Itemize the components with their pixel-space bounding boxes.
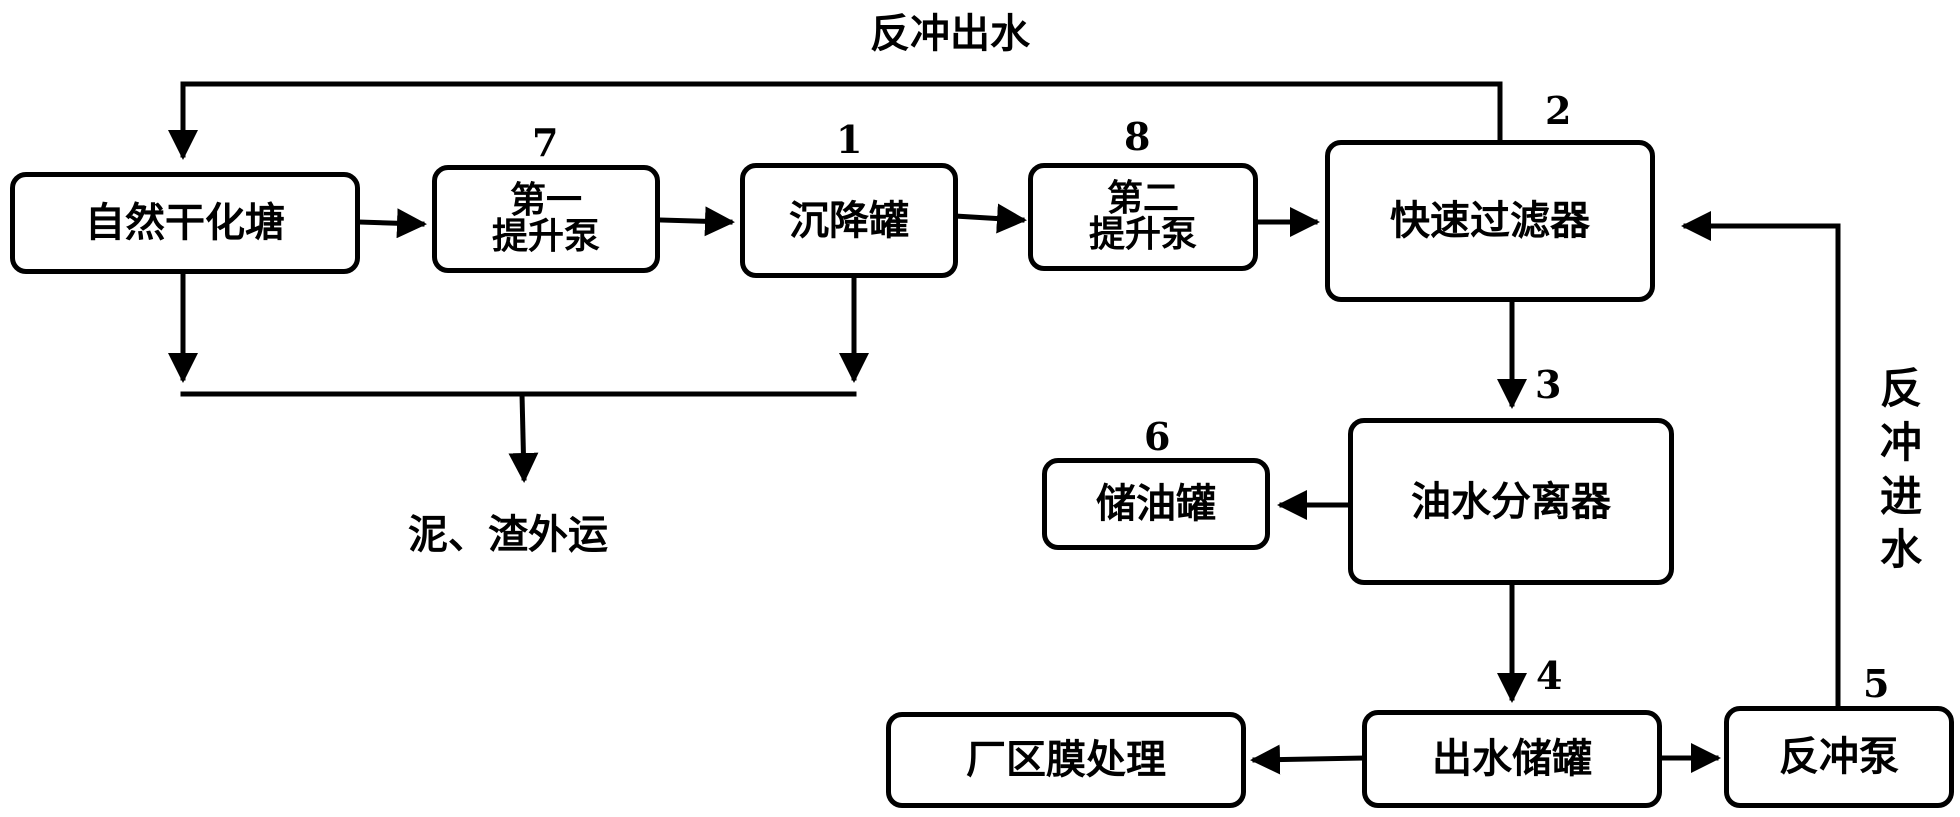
number-label-2: 2: [1545, 88, 1572, 133]
oil-tank-box: 储油罐: [1042, 458, 1270, 550]
backwash-pump-box: 反冲泵: [1724, 706, 1954, 808]
number-label-5: 5: [1863, 661, 1890, 706]
number-label-7: 7: [532, 120, 559, 165]
natural-dry-pond-box: 自然干化塘: [10, 172, 360, 274]
membrane-treatment-box: 厂区膜处理: [886, 712, 1246, 808]
backwash-in-line: [1681, 211, 1841, 709]
number-label-8: 8: [1124, 114, 1151, 159]
second-lift-pump-box: 第二 提升泵: [1028, 163, 1258, 271]
sludge-out-label: 泥、渣外运: [408, 512, 608, 558]
sludge-out-arrow: [508, 391, 539, 483]
first-lift-pump-box: 第一 提升泵: [432, 165, 660, 273]
backwash-out-label: 反冲出水: [870, 11, 1030, 57]
fast-filter-box: 快速过滤器: [1325, 140, 1655, 302]
arrow-dry-to-pump1: [355, 208, 427, 239]
backwash-in-label: 反冲进水: [1879, 364, 1922, 575]
number-label-4: 4: [1536, 653, 1563, 698]
arrow-pump1-to-settling: [657, 206, 735, 237]
oil-water-separator-box: 油水分离器: [1348, 418, 1674, 585]
arrow-settling-to-pump2: [952, 203, 1027, 234]
number-label-3: 3: [1535, 362, 1562, 407]
effluent-tank-box: 出水储罐: [1362, 710, 1662, 808]
number-label-1: 1: [836, 117, 863, 162]
number-label-6: 6: [1144, 414, 1171, 459]
backwash-out-line: [168, 81, 1503, 160]
arrow-effluent-to-membrane: [1250, 744, 1367, 775]
settling-tank-box: 沉降罐: [740, 163, 958, 278]
